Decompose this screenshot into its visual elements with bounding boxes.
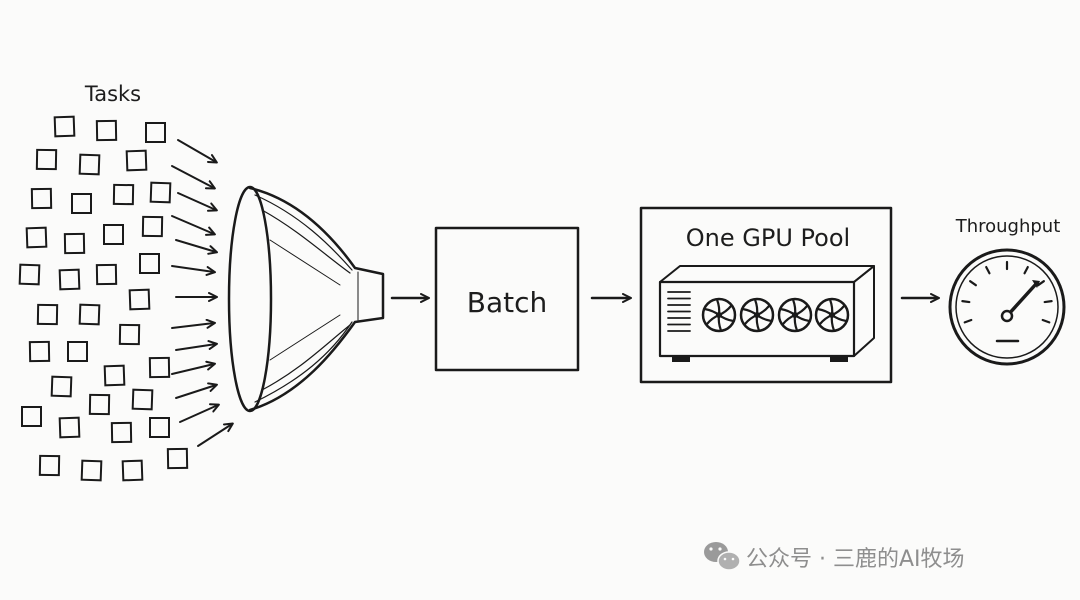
task-square bbox=[36, 303, 59, 326]
task-square bbox=[131, 388, 154, 411]
task-squares bbox=[18, 115, 189, 482]
wechat-icon bbox=[704, 542, 741, 571]
task-square bbox=[53, 115, 76, 138]
task-square bbox=[128, 288, 151, 311]
task-arrow bbox=[177, 192, 218, 212]
task-square bbox=[78, 303, 101, 326]
task-arrow bbox=[171, 215, 216, 236]
batch-box bbox=[434, 226, 580, 372]
throughput-label: Throughput bbox=[955, 216, 1061, 237]
speedometer-icon bbox=[948, 248, 1066, 366]
task-arrows bbox=[171, 139, 234, 447]
task-square bbox=[88, 393, 111, 416]
task-square bbox=[110, 421, 133, 444]
gpu-pool-box bbox=[639, 206, 893, 384]
task-square bbox=[21, 406, 42, 427]
task-arrow bbox=[171, 265, 216, 276]
fan-icon bbox=[701, 297, 737, 333]
task-square bbox=[38, 454, 61, 477]
task-square bbox=[149, 417, 170, 438]
batch-label: Batch bbox=[467, 286, 548, 319]
task-square bbox=[25, 226, 48, 249]
task-arrow bbox=[197, 422, 234, 447]
task-square bbox=[121, 459, 144, 482]
fan-icon bbox=[814, 297, 850, 333]
task-square bbox=[78, 153, 101, 176]
gpu-server-icon bbox=[658, 265, 875, 362]
task-arrow bbox=[171, 360, 216, 375]
task-arrow bbox=[175, 382, 218, 399]
watermark: 公众号 · 三鹿的AI牧场 bbox=[704, 542, 965, 572]
task-square bbox=[149, 181, 172, 204]
task-arrow bbox=[175, 239, 218, 255]
tasks-label: Tasks bbox=[84, 82, 141, 106]
task-square bbox=[30, 187, 53, 210]
task-arrow bbox=[171, 318, 216, 329]
task-square bbox=[63, 232, 86, 255]
task-square bbox=[80, 459, 103, 482]
task-square bbox=[95, 263, 118, 286]
task-square bbox=[112, 183, 135, 206]
gpu-pool-label: One GPU Pool bbox=[686, 224, 850, 252]
task-arrow bbox=[175, 340, 218, 351]
task-square bbox=[145, 122, 166, 143]
task-square bbox=[71, 193, 92, 214]
funnel-icon bbox=[227, 185, 385, 413]
fan-icon bbox=[777, 297, 813, 333]
task-square bbox=[67, 341, 88, 362]
task-square bbox=[95, 119, 118, 142]
task-square bbox=[28, 340, 51, 363]
task-square bbox=[141, 215, 164, 238]
task-square bbox=[58, 268, 81, 291]
task-square bbox=[103, 364, 126, 387]
task-arrow bbox=[179, 403, 220, 423]
task-square bbox=[35, 148, 58, 171]
task-square bbox=[125, 149, 148, 172]
task-square bbox=[18, 263, 41, 286]
task-square bbox=[166, 447, 189, 470]
task-square bbox=[50, 375, 73, 398]
task-square bbox=[148, 356, 171, 379]
task-square bbox=[58, 416, 81, 439]
task-square bbox=[118, 323, 141, 346]
task-square bbox=[103, 224, 124, 245]
task-arrow bbox=[177, 139, 218, 164]
fan-icon bbox=[739, 297, 775, 333]
watermark-text: 公众号 · 三鹿的AI牧场 bbox=[746, 547, 965, 572]
task-square bbox=[139, 253, 160, 274]
task-arrow bbox=[171, 165, 216, 190]
